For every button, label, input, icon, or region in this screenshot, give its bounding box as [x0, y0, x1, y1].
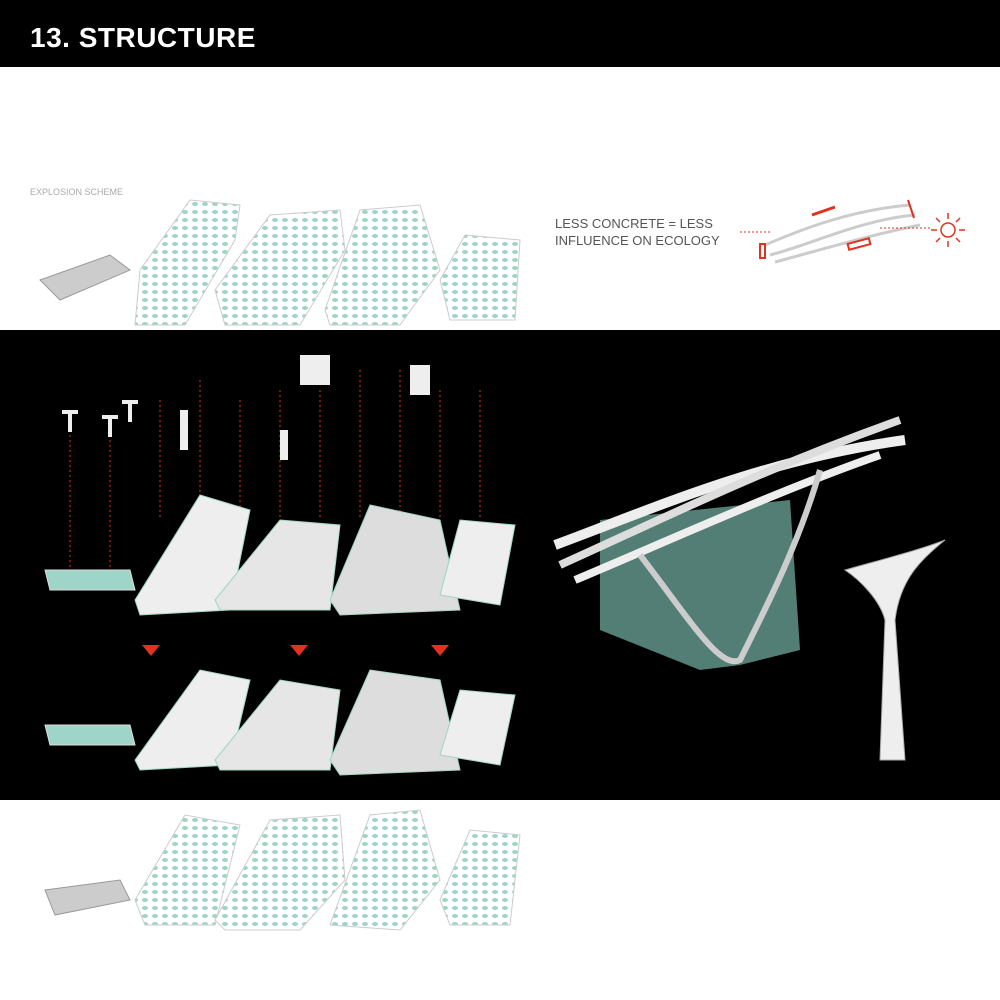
- title-bar: 13. STRUCTURE: [0, 0, 1000, 67]
- down-arrow-markers: [142, 645, 449, 656]
- explosion-scheme-caption: EXPLOSION SCHEME: [30, 187, 124, 197]
- exploded-roof-panels: [39, 199, 521, 326]
- ecology-note-line2: INFLUENCE ON ECOLOGY: [555, 233, 720, 248]
- ecology-diagram: [740, 199, 930, 264]
- final-building-render: [44, 809, 521, 931]
- assembled-structure-with-columns: [44, 669, 516, 776]
- ecology-note: LESS CONCRETE = LESS INFLUENCE ON ECOLOG…: [555, 215, 720, 249]
- page-title: 13. STRUCTURE: [30, 22, 256, 53]
- explosion-guide-lines: [69, 370, 481, 570]
- tree-column: [843, 539, 946, 761]
- assembled-structure: [44, 494, 516, 616]
- ecology-note-line1: LESS CONCRETE = LESS: [555, 216, 713, 231]
- roof-column-detail: [553, 416, 906, 670]
- exploded-columns: [62, 355, 430, 460]
- sun-icon: [931, 213, 965, 247]
